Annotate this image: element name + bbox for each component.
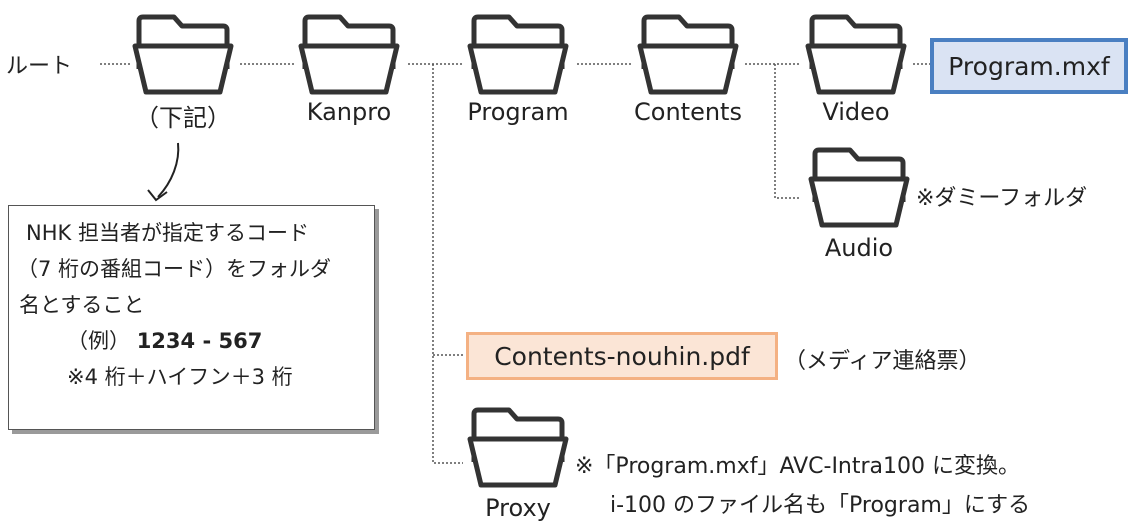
proxy-note-line2: i-100 のファイル名も「Program」にする	[610, 493, 1031, 518]
callout-arrow	[147, 142, 180, 202]
folder-icon-kanpro[interactable]	[298, 12, 400, 98]
folder-label-proxy: Proxy	[485, 494, 551, 522]
dummy-folder-note: ※ダミーフォルダ	[916, 186, 1088, 211]
callout-example: （例） 1234 - 567	[9, 323, 374, 359]
callout-line5: ※4 桁＋ハイフン＋3 桁	[67, 365, 293, 389]
folder-label-program: Program	[467, 98, 569, 126]
callout-example-prefix: （例）	[67, 329, 130, 353]
file-contents-pdf[interactable]: Contents-nouhin.pdf	[466, 332, 778, 380]
callout-example-code: 1234 - 567	[136, 329, 263, 353]
folder-icon-video[interactable]	[805, 12, 907, 98]
folder-label-video: Video	[822, 98, 890, 126]
folder-label-kika: （下記）	[135, 104, 231, 132]
callout-line2: （7 桁の番組コード）をフォルダ	[17, 257, 332, 281]
media-slip-note: （メディア連絡票）	[784, 349, 981, 374]
folder-icon-program[interactable]	[467, 12, 569, 98]
folder-icon-audio[interactable]	[808, 145, 910, 231]
callout-line3: 名とすること	[19, 293, 145, 317]
folder-name-callout: NHK 担当者が指定するコード （7 桁の番組コード）をフォルダ 名とすること …	[8, 205, 375, 430]
connector-contents-audio	[774, 64, 800, 199]
folder-icon-kika[interactable]	[132, 12, 234, 98]
connector-program-proxy	[432, 64, 463, 464]
root-label: ルート	[6, 54, 73, 79]
proxy-note-line1: ※「Program.mxf」AVC-Intra100 に変換。	[575, 454, 1021, 479]
folder-label-audio: Audio	[824, 234, 894, 262]
folder-label-kanpro: Kanpro	[306, 98, 392, 126]
folder-icon-contents[interactable]	[637, 12, 739, 98]
folder-icon-proxy[interactable]	[467, 405, 569, 491]
callout-line1: NHK 担当者が指定するコード	[26, 221, 309, 245]
folder-label-contents: Contents	[634, 98, 742, 126]
file-program-mxf[interactable]: Program.mxf	[930, 38, 1128, 94]
